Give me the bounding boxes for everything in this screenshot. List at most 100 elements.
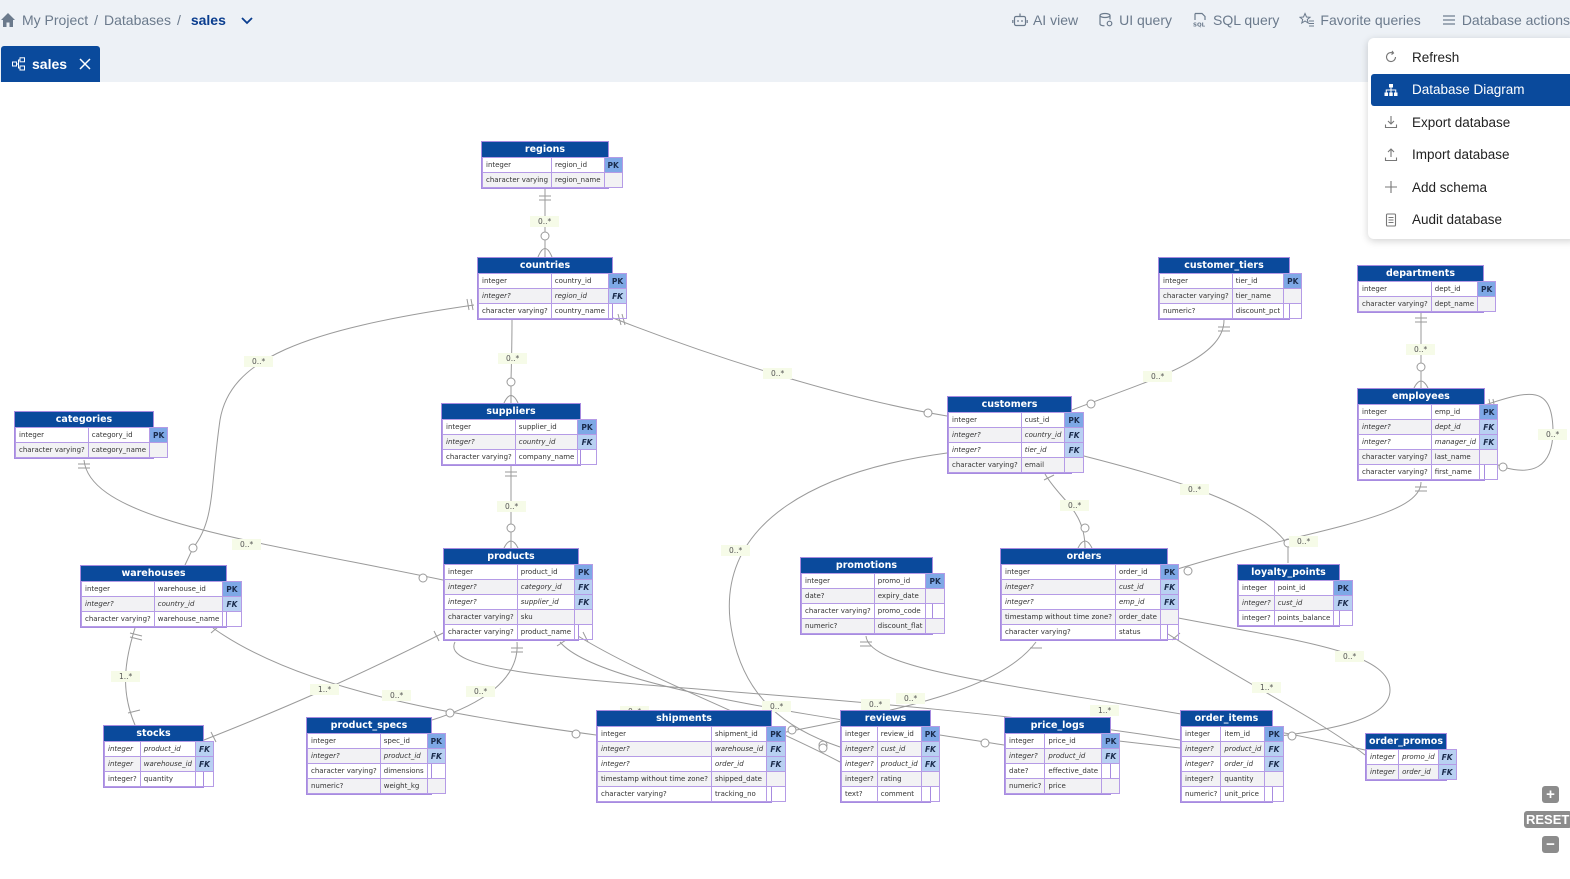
cardinality-label: 0..* bbox=[1406, 344, 1436, 355]
key-cell bbox=[194, 771, 214, 787]
column-name: warehouse_id bbox=[139, 756, 196, 772]
breadcrumb-project[interactable]: My Project bbox=[22, 12, 89, 28]
column-type: numeric? bbox=[1180, 786, 1222, 802]
tab-sales[interactable]: sales bbox=[1, 46, 100, 82]
entity-title: order_promos bbox=[1366, 734, 1446, 749]
column-name: rating bbox=[876, 771, 922, 787]
menu-item-import-database[interactable]: Import database bbox=[1368, 139, 1570, 172]
cardinality-label: 0..* bbox=[1335, 651, 1365, 662]
chevron-down-icon[interactable] bbox=[240, 13, 254, 27]
column-type: integer bbox=[481, 157, 553, 173]
entity-column-row: numeric?weight_kg bbox=[307, 778, 446, 794]
cardinality-label: 0..* bbox=[497, 501, 527, 512]
key-badge: PK bbox=[577, 419, 597, 435]
ai-view-button[interactable]: AI view bbox=[1012, 12, 1078, 28]
column-name: status bbox=[1114, 624, 1161, 640]
sql-query-button[interactable]: SQL SQL query bbox=[1192, 12, 1279, 28]
diagram-canvas[interactable]: 0..*0..*0..*0..*0..*0..*0..*0..*0..*0..*… bbox=[0, 82, 1570, 879]
column-name: manager_id bbox=[1430, 434, 1481, 450]
entity-column-row: character varying?tracking_no bbox=[597, 786, 786, 802]
key-cell bbox=[1479, 464, 1499, 480]
key-badge: PK bbox=[426, 733, 446, 749]
entity-title: categories bbox=[15, 412, 153, 427]
zoom-reset-button[interactable]: RESET bbox=[1524, 811, 1570, 828]
zoom-in-button[interactable]: + bbox=[1542, 786, 1559, 803]
column-type: integer bbox=[1004, 733, 1046, 749]
key-badge: FK bbox=[577, 434, 597, 450]
column-type: numeric? bbox=[801, 618, 875, 634]
zoom-out-button[interactable]: − bbox=[1542, 836, 1559, 853]
diagram-icon bbox=[12, 57, 25, 71]
column-type: integer? bbox=[1238, 595, 1275, 611]
key-badge: FK bbox=[194, 741, 214, 757]
database-actions-button[interactable]: Database actions bbox=[1441, 12, 1570, 28]
menu-item-add-schema[interactable]: Add schema bbox=[1368, 171, 1570, 204]
column-type: timestamp without time zone? bbox=[597, 771, 712, 787]
column-name: dept_name bbox=[1430, 296, 1479, 312]
key-badge: PK bbox=[574, 564, 594, 580]
favorite-queries-button[interactable]: Favorite queries bbox=[1299, 12, 1421, 28]
menu-item-database-diagram[interactable]: Database Diagram bbox=[1371, 73, 1570, 106]
column-name: points_balance bbox=[1273, 610, 1335, 626]
column-name: supplier_id bbox=[514, 419, 579, 435]
ui-query-label: UI query bbox=[1119, 12, 1173, 28]
column-type: date? bbox=[801, 588, 875, 604]
menu-item-refresh[interactable]: Refresh bbox=[1368, 41, 1570, 74]
column-type: character varying bbox=[481, 172, 553, 188]
column-type: text? bbox=[841, 786, 878, 802]
key-badge: FK bbox=[1159, 594, 1180, 610]
column-name: order_id bbox=[1114, 564, 1161, 580]
column-name: spec_id bbox=[379, 733, 428, 749]
menu-item-audit-database[interactable]: Audit database bbox=[1368, 204, 1570, 237]
key-cell bbox=[1283, 303, 1303, 319]
key-cell bbox=[925, 603, 945, 619]
column-type: integer? bbox=[1001, 579, 1116, 595]
column-type: character varying? bbox=[15, 442, 89, 458]
column-name: country_id bbox=[550, 273, 609, 289]
entity-title: departments bbox=[1358, 266, 1483, 281]
column-type: integer bbox=[104, 741, 141, 757]
entity-title: countries bbox=[478, 258, 612, 273]
breadcrumb-databases[interactable]: Databases bbox=[104, 12, 171, 28]
home-icon[interactable] bbox=[0, 12, 16, 28]
toolbar-actions: AI view UI query SQL SQL query Favorite … bbox=[992, 12, 1570, 28]
key-badge: FK bbox=[1479, 434, 1499, 450]
key-badge: FK bbox=[1333, 595, 1353, 611]
cardinality-label: 0..* bbox=[861, 699, 891, 710]
column-name: dept_id bbox=[1430, 419, 1481, 435]
close-icon[interactable] bbox=[79, 58, 91, 70]
sql-file-icon: SQL bbox=[1193, 12, 1206, 28]
column-name: quantity bbox=[139, 771, 196, 787]
database-actions-menu: Refresh Database Diagram Export database… bbox=[1368, 38, 1570, 239]
ui-query-button[interactable]: UI query bbox=[1098, 12, 1172, 28]
column-name: region_name bbox=[551, 172, 605, 188]
menu-item-export-database[interactable]: Export database bbox=[1368, 106, 1570, 139]
refresh-icon bbox=[1386, 50, 1397, 63]
